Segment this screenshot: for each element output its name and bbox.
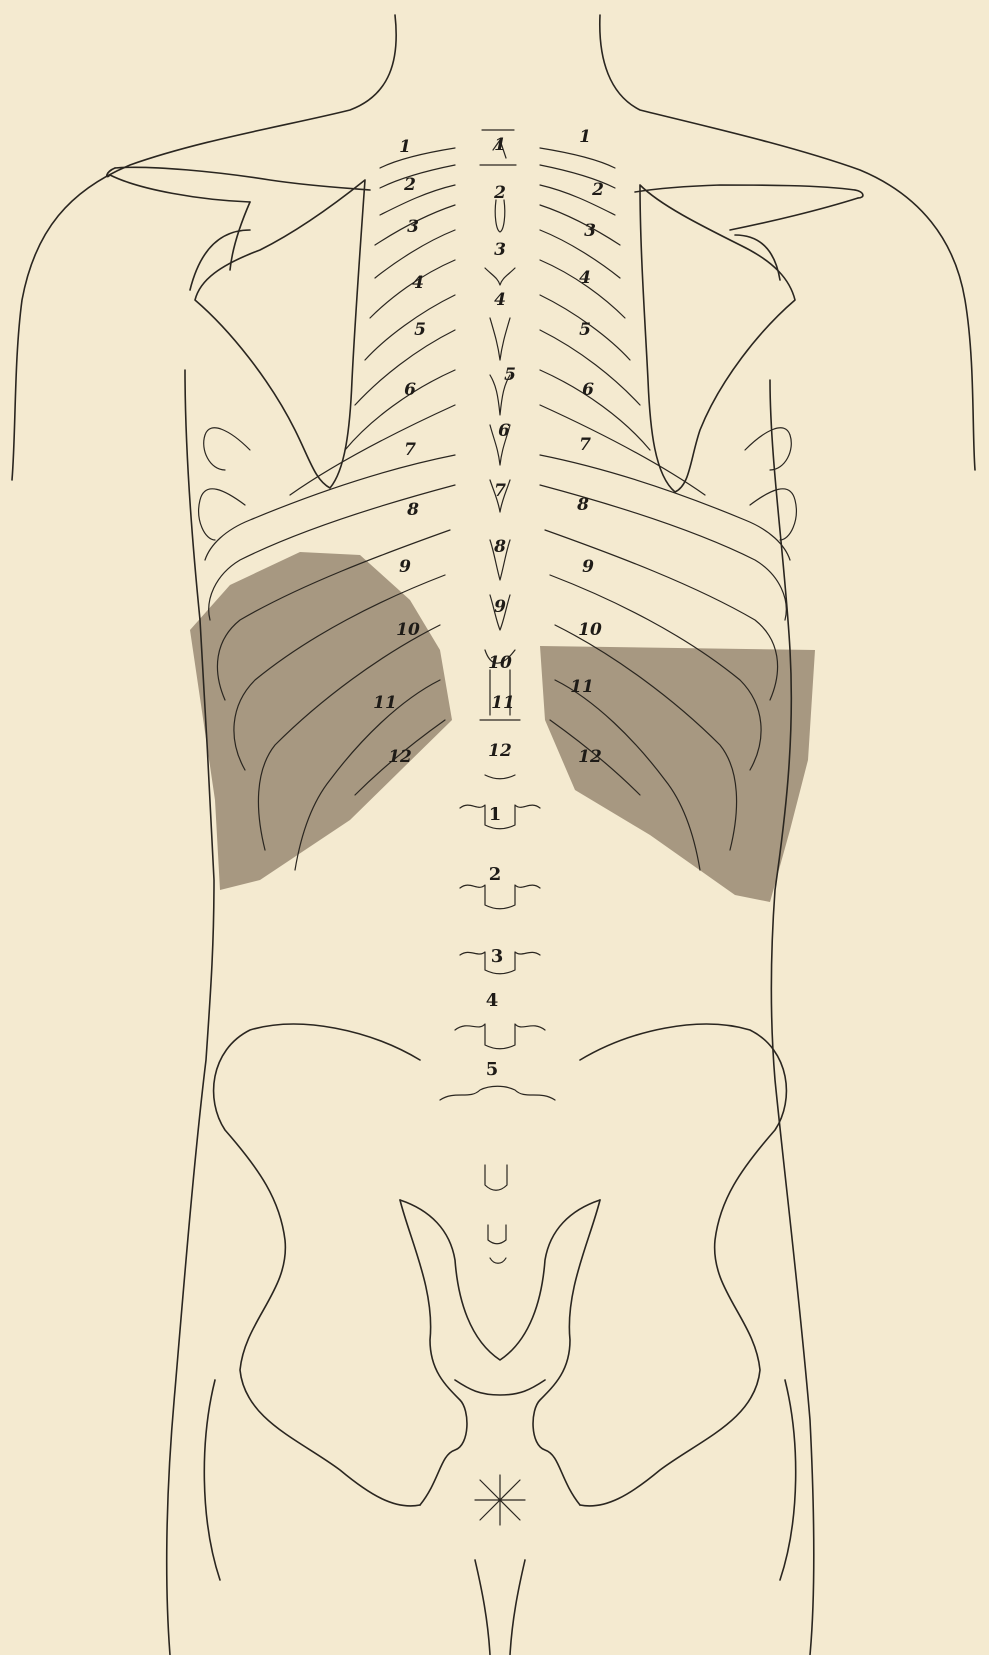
thoracic-vertebra-label-12: 12 xyxy=(488,741,512,761)
pelvis xyxy=(204,1024,795,1655)
left-rib-label-3: 3 xyxy=(407,217,419,237)
right-rib-label-11: 11 xyxy=(570,677,594,697)
left-rib-label-1: 1 xyxy=(399,137,411,157)
right-rib-label-10: 10 xyxy=(578,620,602,640)
thoracic-vertebra-label-1: 1 xyxy=(494,135,506,155)
left-rib-label-9: 9 xyxy=(399,557,411,577)
left-rib-label-10: 10 xyxy=(396,620,420,640)
thoracic-vertebra-label-8: 8 xyxy=(493,537,506,557)
lumbar-vertebra-label-3: 3 xyxy=(491,946,504,967)
thoracic-vertebra-label-2: 2 xyxy=(493,183,506,203)
right-rib-label-7: 7 xyxy=(579,435,591,455)
thoracic-vertebra-label-3: 3 xyxy=(494,240,506,260)
right-rib-label-1: 1 xyxy=(579,127,591,147)
thoracic-vertebra-label-10: 10 xyxy=(488,653,512,673)
lumbar-vertebra-labels: 1 2 3 4 5 xyxy=(486,804,504,1080)
left-rib-label-4: 4 xyxy=(412,273,424,293)
thoracic-vertebra-label-4: 4 xyxy=(494,290,506,310)
left-rib-label-12: 12 xyxy=(388,747,412,767)
left-rib-label-7: 7 xyxy=(404,440,416,460)
left-rib-label-5: 5 xyxy=(414,320,426,340)
left-shaded-region xyxy=(190,552,452,890)
left-rib-label-2: 2 xyxy=(403,175,416,195)
lumbar-vertebra-label-4: 4 xyxy=(486,990,499,1011)
left-rib-label-11: 11 xyxy=(373,693,397,713)
right-rib-label-6: 6 xyxy=(582,380,594,400)
right-rib-label-5: 5 xyxy=(579,320,591,340)
left-rib-label-6: 6 xyxy=(404,380,416,400)
right-rib-label-12: 12 xyxy=(578,747,602,767)
lumbar-vertebra-label-2: 2 xyxy=(489,864,502,885)
lumbar-vertebra-label-1: 1 xyxy=(489,804,502,825)
right-rib-label-2: 2 xyxy=(591,180,604,200)
right-rib-label-3: 3 xyxy=(584,221,596,241)
thoracic-vertebra-label-11: 11 xyxy=(491,693,515,713)
right-rib-label-4: 4 xyxy=(579,268,591,288)
right-rib-label-8: 8 xyxy=(576,495,589,515)
body-outline xyxy=(12,15,975,1655)
thoracic-vertebra-label-5: 5 xyxy=(504,365,516,385)
thoracic-vertebra-label-6: 6 xyxy=(498,421,510,441)
right-rib-label-9: 9 xyxy=(582,557,594,577)
thoracic-vertebra-label-9: 9 xyxy=(494,597,506,617)
thoracic-vertebra-label-7: 7 xyxy=(494,481,506,501)
left-rib-label-8: 8 xyxy=(406,500,419,520)
lumbar-vertebra-label-5: 5 xyxy=(486,1059,499,1080)
